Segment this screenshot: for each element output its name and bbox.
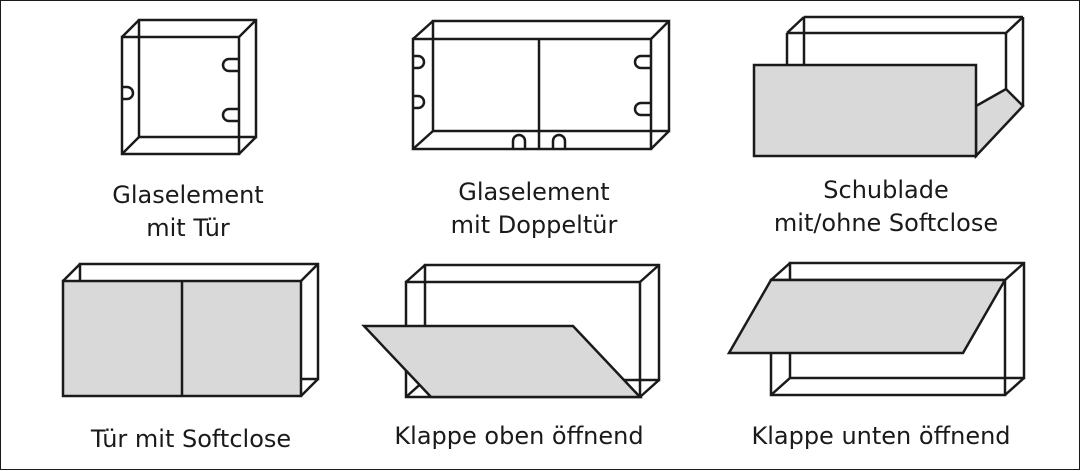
- drawer-cabinet-icon: [752, 15, 1025, 160]
- caption-line: mit/ohne Softclose: [773, 209, 999, 237]
- caption-flap-bottom: Klappe unten öffnend: [736, 420, 1026, 453]
- caption-flap-top: Klappe oben öffnend: [379, 420, 659, 453]
- caption-line: Klappe unten öffnend: [751, 422, 1011, 450]
- caption-line: Tür mit Softclose: [90, 425, 292, 453]
- flap-bottom-cabinet-icon: [726, 261, 1026, 397]
- caption-door-softclose: Tür mit Softclose: [71, 423, 311, 456]
- flap-top-cabinet-icon: [361, 263, 661, 399]
- caption-line: Glaselement: [112, 181, 264, 209]
- caption-line: mit Tür: [146, 214, 230, 242]
- glass-double-door-cabinet-icon: [411, 19, 671, 151]
- caption-glass-double-door: Glaselement mit Doppeltür: [409, 176, 659, 242]
- caption-drawer: Schublade mit/ohne Softclose: [756, 174, 1016, 240]
- glass-door-cabinet-icon: [120, 18, 258, 156]
- caption-line: Klappe oben öffnend: [394, 422, 644, 450]
- caption-line: Glaselement: [458, 178, 610, 206]
- caption-line: Schublade: [823, 176, 949, 204]
- caption-glass-door: Glaselement mit Tür: [63, 179, 313, 245]
- double-door-cabinet-icon: [61, 262, 320, 398]
- caption-line: mit Doppeltür: [450, 211, 618, 239]
